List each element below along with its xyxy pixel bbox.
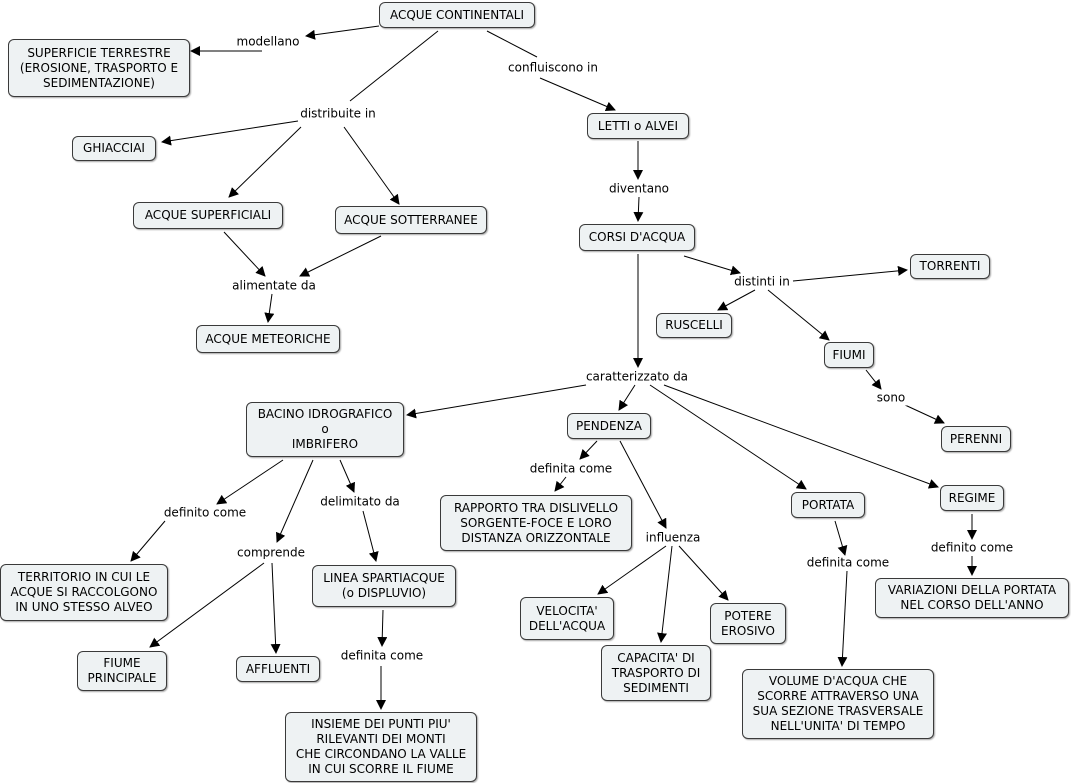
link-label-modellano: modellano — [234, 34, 302, 50]
connector-line — [339, 459, 355, 493]
connector-line — [657, 545, 673, 643]
node-bacino[interactable]: BACINO IDROGRAFICO o IMBRIFERO — [246, 402, 404, 457]
connector-line — [619, 440, 667, 529]
connector-line — [270, 562, 281, 654]
node-ruscelli[interactable]: RUSCELLI — [656, 313, 732, 338]
node-torrenti[interactable]: TORRENTI — [910, 254, 990, 279]
node-capacita[interactable]: CAPACITA' DI TRASPORTO DI SEDIMENTI — [601, 645, 711, 701]
connector-line — [678, 545, 729, 601]
node-letti-alvei[interactable]: LETTI o ALVEI — [587, 113, 689, 139]
node-affluenti[interactable]: AFFLUENTI — [236, 656, 320, 682]
connector-line — [276, 459, 314, 543]
node-acque-superficiali[interactable]: ACQUE SUPERFICIALI — [133, 202, 283, 229]
link-label-definito-come-regime: definito come — [928, 540, 1016, 556]
connector-line — [554, 476, 567, 492]
connector-line — [904, 404, 945, 424]
node-rapporto[interactable]: RAPPORTO TRA DISLIVELLO SORGENTE-FOCE E … — [440, 495, 632, 551]
node-pendenza[interactable]: PENDENZA — [567, 413, 651, 439]
connector-line — [579, 440, 598, 460]
node-acque-continentali[interactable]: ACQUE CONTINENTALI — [379, 2, 535, 28]
node-corsi-acqua[interactable]: CORSI D'ACQUA — [579, 224, 695, 251]
connector-line — [834, 520, 848, 556]
node-territorio[interactable]: TERRITORIO IN CUI LE ACQUE SI RACCOLGONO… — [0, 564, 168, 621]
connector-line — [228, 126, 302, 198]
node-velocita[interactable]: VELOCITA' DELL'ACQUA — [520, 597, 614, 640]
connector-line — [539, 77, 616, 112]
link-label-definita-come-portata: definita come — [804, 555, 892, 571]
connector-line — [362, 510, 379, 562]
connector-line — [717, 289, 756, 311]
connector-line — [767, 289, 830, 341]
connector-line — [161, 120, 299, 146]
connector-line — [349, 30, 439, 102]
node-potere-erosivo[interactable]: POTERE EROSIVO — [710, 603, 786, 644]
connector-line — [299, 235, 382, 277]
link-label-definita-come-spartiacque: definita come — [338, 648, 426, 664]
connector-line — [406, 384, 587, 419]
node-fiume-principale[interactable]: FIUME PRINCIPALE — [77, 651, 167, 691]
connector-line — [149, 562, 265, 648]
node-perenni[interactable]: PERENNI — [941, 426, 1011, 452]
connector-line — [216, 459, 284, 505]
node-linea-spartiacque[interactable]: LINEA SPARTIACQUE (o DISPLUVIO) — [312, 565, 456, 607]
connector-line — [377, 609, 388, 647]
link-label-delimitato-da: delimitato da — [318, 494, 402, 510]
link-label-influenza: influenza — [643, 530, 703, 546]
node-fiumi[interactable]: FIUMI — [824, 342, 874, 368]
connector-line — [597, 545, 667, 595]
node-insieme-punti[interactable]: INSIEME DEI PUNTI PIU' RILEVANTI DEI MON… — [285, 712, 477, 782]
connector-line — [792, 265, 908, 282]
node-portata[interactable]: PORTATA — [791, 492, 865, 518]
node-superficie-terrestre[interactable]: SUPERFICIE TERRESTRE (EROSIONE, TRASPORT… — [8, 39, 190, 97]
node-acque-sotterranee[interactable]: ACQUE SOTTERRANEE — [335, 206, 487, 234]
link-label-comprende: comprende — [235, 545, 307, 561]
node-acque-meteoriche[interactable]: ACQUE METEORICHE — [196, 325, 340, 353]
link-label-sono: sono — [874, 390, 908, 406]
connector-line — [649, 384, 807, 490]
link-label-definita-come-pendenza: definita come — [527, 461, 615, 477]
connector-line — [633, 196, 644, 222]
link-label-definito-come-bacino: definito come — [161, 505, 249, 521]
connector-line — [130, 520, 166, 562]
connector-line — [683, 255, 741, 276]
link-label-confluiscono-in: confluiscono in — [506, 60, 600, 76]
connector-line — [837, 570, 848, 667]
connector-line — [865, 369, 882, 390]
node-volume[interactable]: VOLUME D'ACQUA CHE SCORRE ATTRAVERSO UNA… — [742, 669, 934, 739]
connector-line — [343, 126, 400, 205]
connector-line — [223, 231, 266, 277]
connector-line — [264, 293, 275, 323]
connector-line — [305, 25, 380, 40]
node-ghiacciai[interactable]: GHIACCIAI — [72, 136, 156, 161]
connector-line — [618, 384, 636, 411]
link-label-distribuite-in: distribuite in — [298, 106, 378, 122]
connector-line — [663, 384, 939, 489]
link-label-diventano: diventano — [606, 181, 672, 197]
connector-line — [486, 30, 538, 58]
node-variazioni[interactable]: VARIAZIONI DELLA PORTATA NEL CORSO DELL'… — [875, 578, 1069, 618]
link-label-alimentate-da: alimentate da — [230, 278, 318, 294]
link-label-caratterizzato-da: caratterizzato da — [583, 369, 691, 385]
link-label-distinti-in: distinti in — [732, 274, 792, 290]
node-regime[interactable]: REGIME — [940, 485, 1004, 511]
